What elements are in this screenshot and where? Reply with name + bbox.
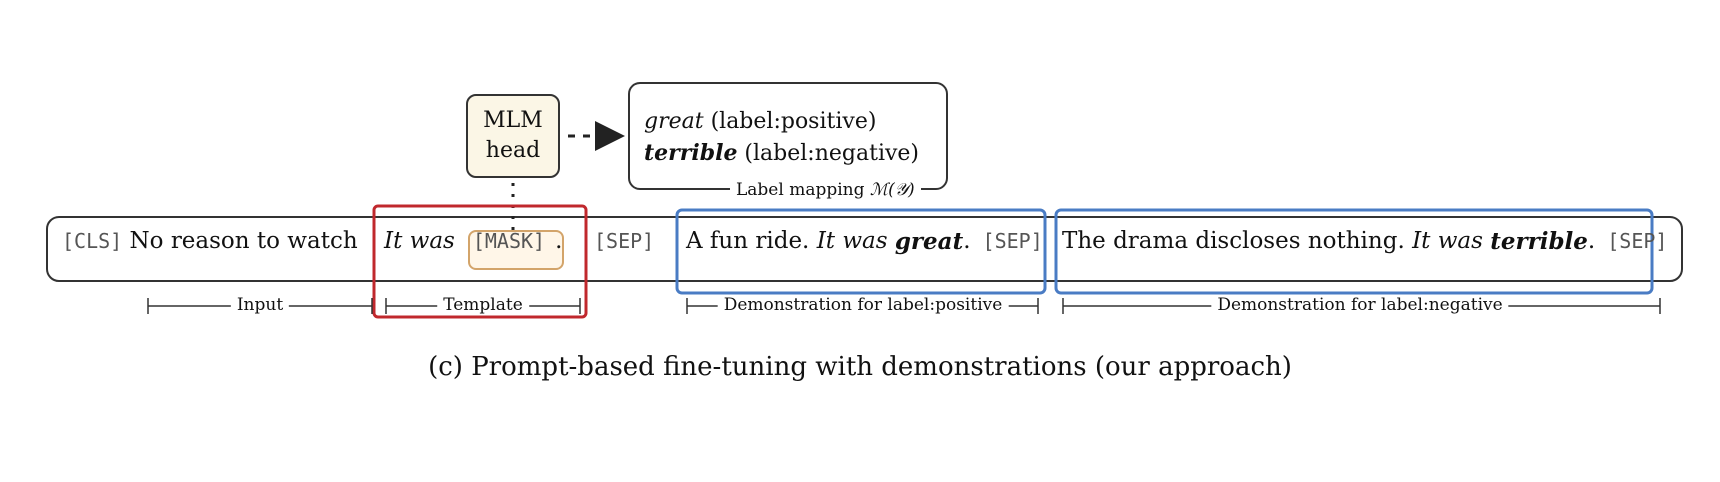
demo-positive-text: A fun ride. [686, 228, 817, 254]
mapping-negative-label: (label:negative) [737, 140, 920, 166]
mapping-positive-word: great [644, 109, 704, 134]
template-sequence: It was [MASK] . [384, 218, 562, 264]
demo-negative-period: . [1587, 228, 1596, 254]
demo-negative-text: The drama discloses nothing. [1062, 228, 1413, 254]
demo-positive-word: great [894, 227, 964, 255]
mapping-row-negative: terrible (label:negative) [644, 138, 946, 170]
mask-token-box [468, 230, 564, 270]
cls-token: [CLS] [62, 229, 123, 253]
template-highlight-box [372, 204, 588, 319]
sep-token-3: [SEP] [1607, 229, 1668, 253]
template-period: . [555, 228, 563, 254]
label-mapping-caption: Label mapping ℳ(𝒴) [730, 180, 921, 200]
demo-negative-word: terrible [1490, 227, 1588, 255]
input-sequence: [CLS] No reason to watch [62, 218, 358, 264]
mlm-head-box: MLM head [466, 94, 560, 178]
input-sentence: No reason to watch [122, 228, 358, 254]
segment-label-template: Template [437, 295, 529, 315]
mapping-positive-label: (label:positive) [703, 109, 877, 134]
mapping-negative-word: terrible [644, 139, 738, 166]
label-mapping-caption-math: ℳ(𝒴) [869, 180, 915, 200]
mask-token: [MASK] [472, 229, 546, 253]
mlm-head-line2: head [485, 138, 541, 163]
sep-token-1: [SEP] [594, 229, 655, 253]
sep-token-1-wrap: [SEP] [594, 218, 654, 264]
mapping-row-positive: great (label:positive) [644, 106, 946, 138]
sep-token-2: [SEP] [982, 229, 1043, 253]
sequence-outer-box [46, 216, 1683, 282]
demo-positive-period: . [963, 228, 971, 254]
template-prefix: It was [384, 228, 455, 254]
mlm-head-line1: MLM [483, 108, 543, 134]
demo-negative-itwas: It was [1412, 228, 1483, 254]
demo-positive-itwas: It was [816, 228, 888, 254]
label-mapping-box: great (label:positive) terrible (label:n… [628, 82, 948, 190]
label-mapping-caption-text: Label mapping [736, 180, 870, 200]
segment-label-demo-positive: Demonstration for label:positive [717, 295, 1009, 315]
demo-positive-highlight-box [675, 208, 1047, 295]
demo-positive-sequence: A fun ride. It was great . [SEP] [686, 218, 1043, 264]
figure-caption: (c) Prompt-based fine-tuning with demons… [428, 352, 1292, 382]
demo-negative-sequence: The drama discloses nothing. It was terr… [1062, 218, 1667, 264]
segment-label-demo-negative: Demonstration for label:negative [1211, 295, 1509, 315]
demo-negative-highlight-box [1054, 208, 1654, 295]
segment-label-input: Input [230, 295, 290, 315]
